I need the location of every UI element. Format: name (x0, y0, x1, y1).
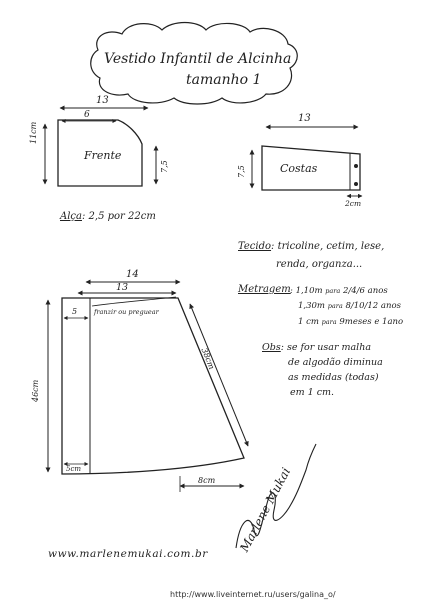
front-width-label: 13 (96, 95, 109, 106)
skirt-inner-width-label: 13 (116, 282, 129, 293)
note-label: Obs (262, 342, 281, 353)
strap-label: Alça (60, 211, 82, 222)
fabric-line-1: Tecido: tricoline, cetim, lese, (238, 241, 385, 252)
skirt-piece (45, 279, 249, 492)
note-line-2: de algodão diminua (288, 357, 383, 368)
back-outline (261, 145, 361, 191)
skirt-outer-width-label: 14 (126, 269, 139, 280)
skirt-height-label: 46cm (31, 379, 40, 402)
front-outline (57, 119, 143, 187)
yardage-row-2: 1,30m para 8/10/12 anos (298, 301, 401, 311)
skirt-outline (61, 297, 245, 475)
front-right-height-label: 7,5 (160, 160, 169, 173)
skirt-waist-curve (91, 296, 177, 307)
fabric-line-2: renda, organza... (276, 259, 363, 270)
back-height-label: 7,5 (237, 165, 246, 178)
back-piece (249, 124, 363, 199)
back-button-1 (354, 164, 358, 168)
front-left-height-label: 11cm (29, 121, 38, 144)
skirt-bottom-left-label: 5cm (66, 465, 82, 473)
website-footer: www.marlenemukai.com.br (48, 548, 208, 560)
front-piece (42, 105, 159, 187)
strap-text: : 2,5 por 22cm (81, 211, 156, 222)
front-neck-label: 6 (84, 110, 90, 120)
title-line-1: Vestido Infantil de Alcinha (104, 51, 292, 67)
source-url: http://www.liveinternet.ru/users/galina_… (170, 590, 336, 599)
back-button-2 (354, 182, 358, 186)
note-line-4: em 1 cm. (290, 387, 335, 398)
skirt-bottom-right-label: 8cm (198, 476, 216, 485)
note-line-3: as medidas (todas) (288, 372, 379, 383)
back-strip-label: 2cm (345, 199, 362, 208)
fabric-label: Tecido (238, 241, 272, 252)
signature-scribble (235, 443, 317, 549)
note-line-1: Obs: se for usar malha (262, 342, 371, 353)
yardage-label: Metragem (238, 284, 291, 295)
front-label: Frente (84, 149, 122, 162)
skirt-margin-label: 5 (72, 307, 78, 316)
title-cloud (90, 21, 298, 105)
back-width-label: 13 (298, 113, 311, 124)
skirt-ruffle-note: franzir ou preguear (94, 308, 159, 316)
yardage-row-3: 1 cm para 9meses e 1ano (298, 317, 404, 327)
skirt-diagonal-arrow (189, 303, 249, 447)
strap-note: Alça: 2,5 por 22cm (60, 212, 156, 222)
back-label: Costas (280, 162, 318, 175)
title-line-2: tamanho 1 (186, 72, 262, 88)
yardage-row-1: : 1,10m para 2/4/6 anos (290, 286, 388, 296)
